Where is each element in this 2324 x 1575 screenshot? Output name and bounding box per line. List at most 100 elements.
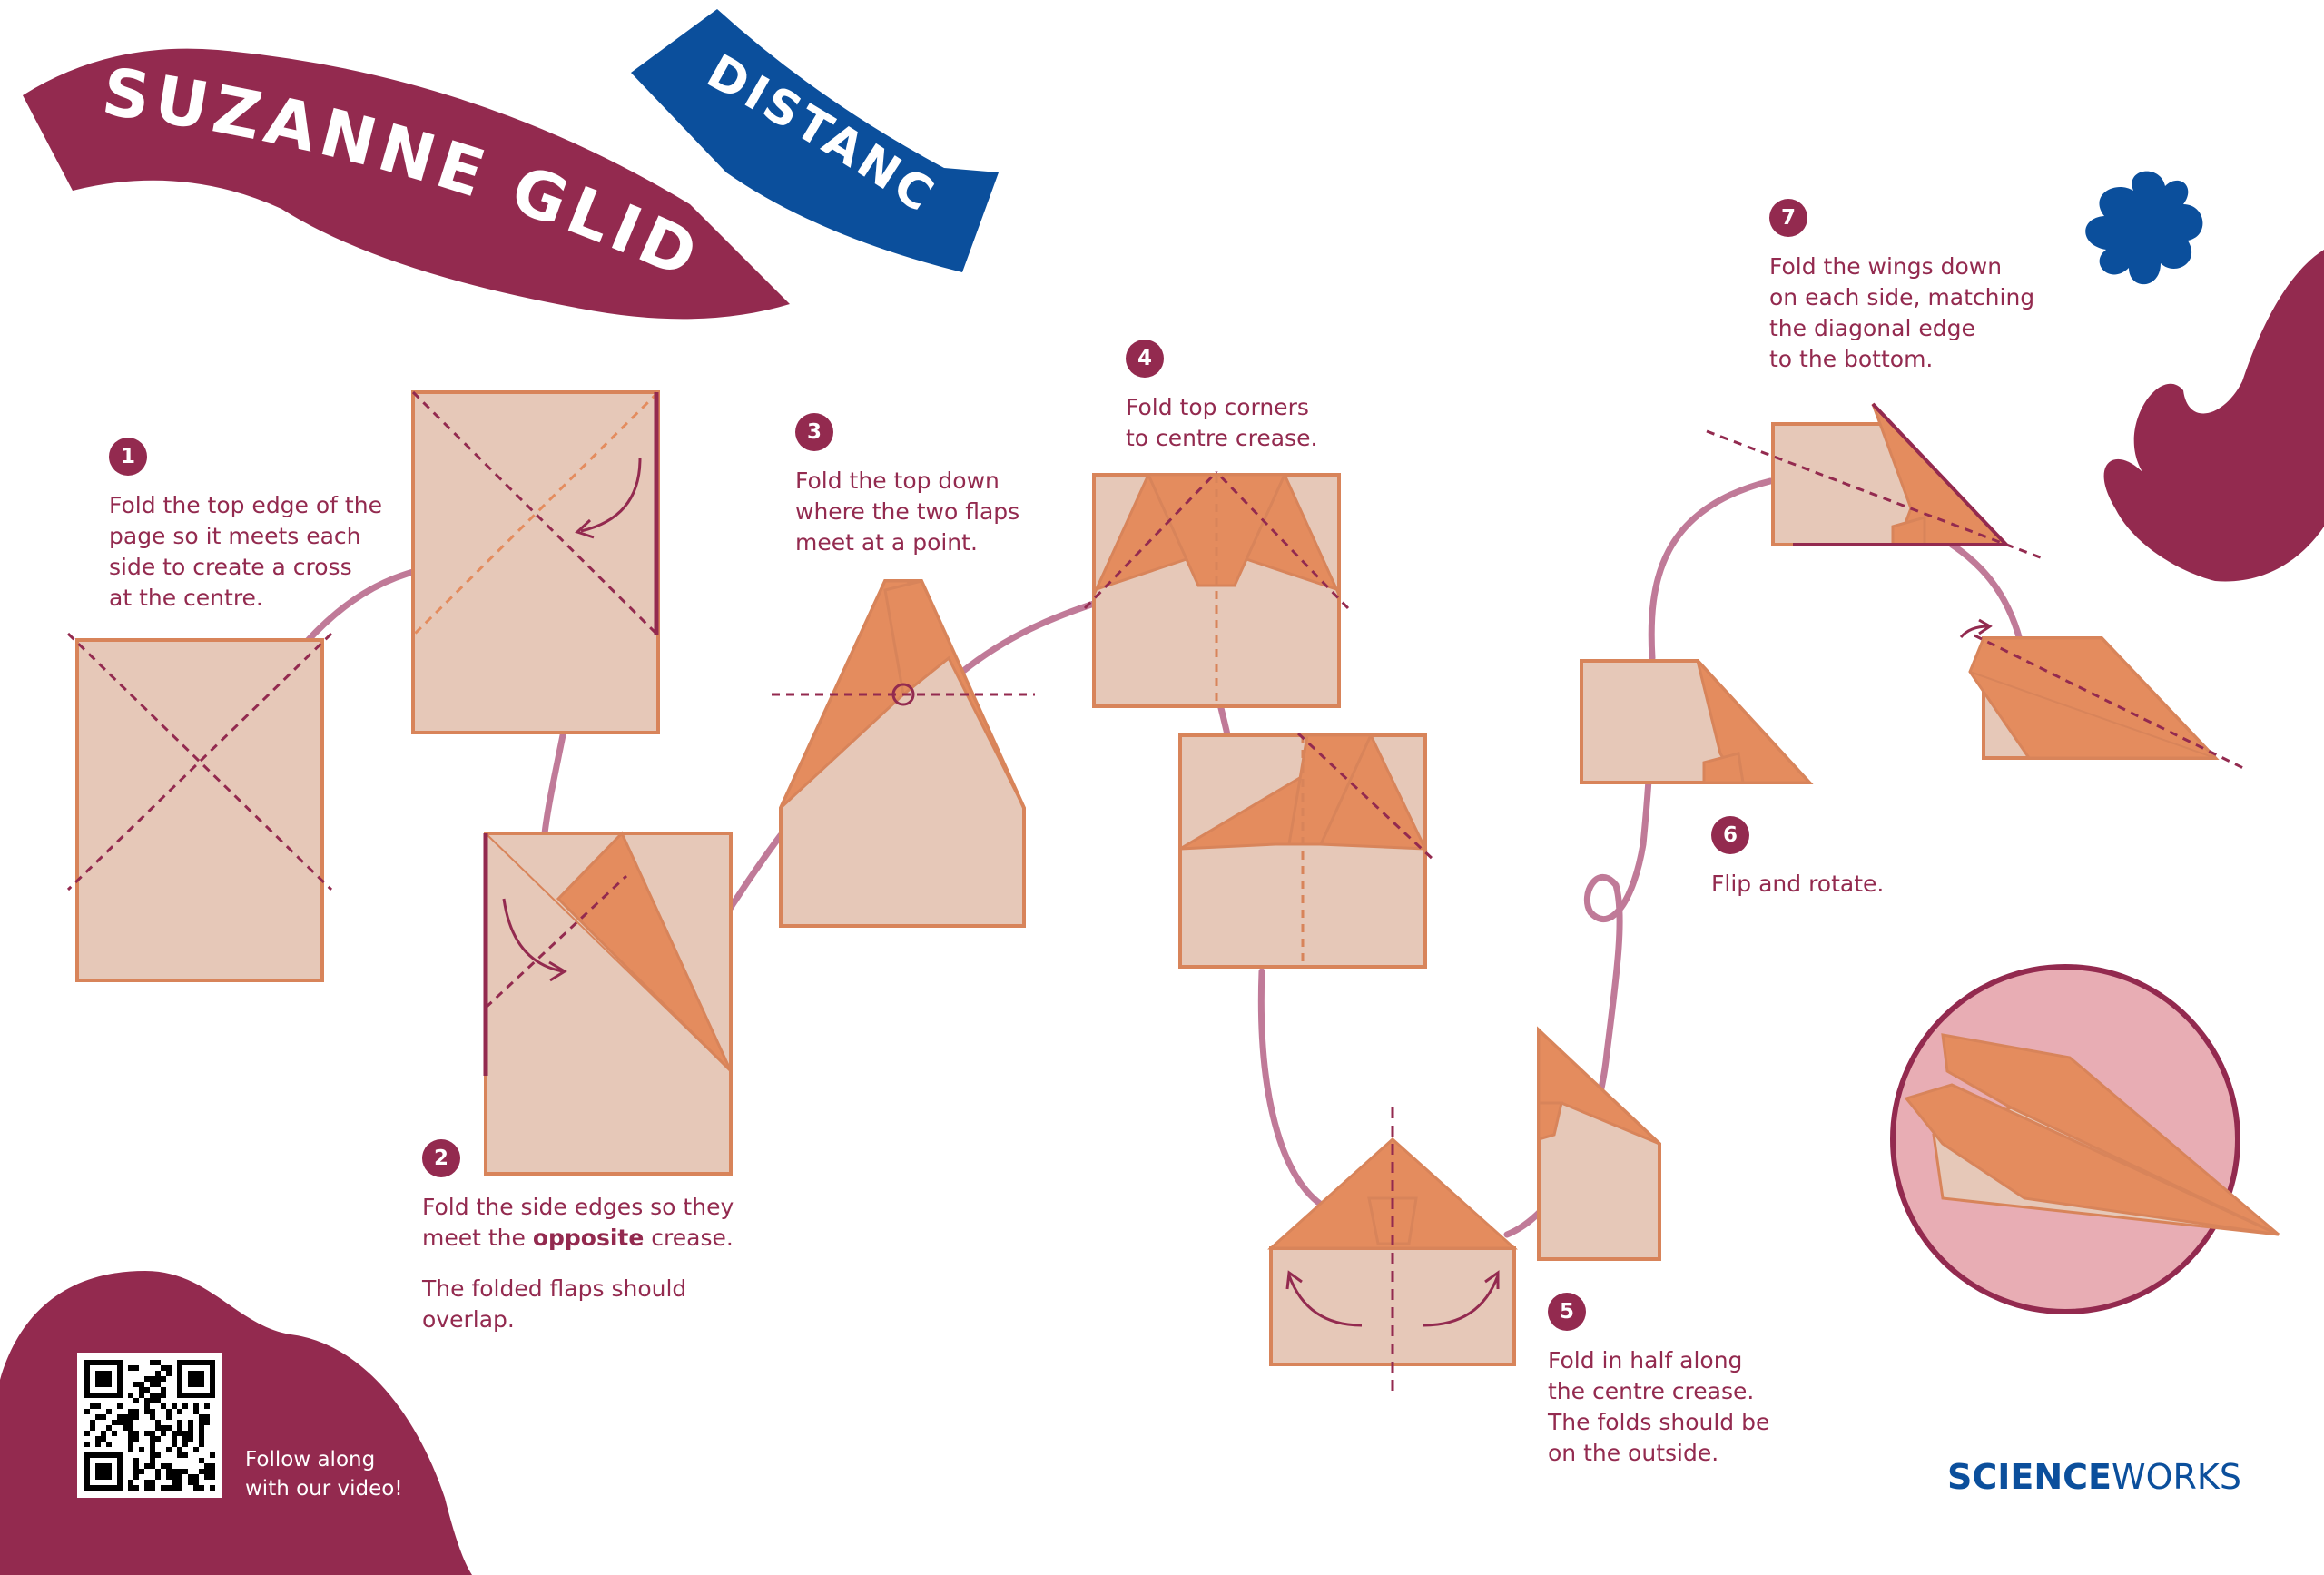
qr-module — [177, 1474, 182, 1480]
step-number-6: 6 — [1711, 816, 1749, 854]
step6-paper — [1580, 659, 1814, 784]
step4-paper — [1083, 470, 1350, 708]
qr-module — [133, 1485, 139, 1491]
qr-module — [166, 1474, 172, 1480]
qr-module — [177, 1425, 182, 1431]
qr-module — [150, 1480, 155, 1485]
step7-line: Fold the wings down — [1769, 253, 2003, 280]
qr-module — [128, 1431, 133, 1436]
qr-module — [177, 1469, 182, 1474]
qr-module — [150, 1431, 155, 1436]
qr-module — [155, 1420, 161, 1425]
qr-module — [193, 1474, 199, 1480]
step5-line: The folds should be — [1548, 1409, 1770, 1435]
step4-fold-paper — [1178, 732, 1436, 969]
qr-module — [182, 1452, 188, 1458]
scienceworks-logo: SCIENCEWORKS — [1947, 1457, 2241, 1497]
qr-finder — [95, 1463, 112, 1480]
step-number-5: 5 — [1548, 1293, 1586, 1331]
qr-module — [166, 1469, 172, 1474]
step1-line: page so it meets each — [109, 523, 361, 549]
qr-module — [166, 1409, 172, 1414]
blue-splat-decoration — [2085, 171, 2203, 285]
qr-module — [172, 1469, 177, 1474]
qr-module — [150, 1360, 155, 1365]
qr-module — [150, 1463, 155, 1469]
qr-module — [128, 1365, 133, 1371]
qr-finder — [188, 1371, 204, 1387]
step6-line: Flip and rotate. — [1711, 871, 1885, 897]
qr-module — [204, 1463, 210, 1469]
step1-line: Fold the top edge of the — [109, 492, 382, 518]
qr-module — [155, 1360, 161, 1365]
qr-module — [155, 1436, 161, 1442]
qr-module — [139, 1447, 144, 1452]
qr-module — [166, 1414, 172, 1420]
qr-module — [144, 1485, 150, 1491]
qr-module — [161, 1393, 166, 1398]
step4-line: to centre crease. — [1126, 425, 1318, 451]
qr-module — [150, 1485, 155, 1491]
qr-module — [210, 1485, 215, 1491]
subtitle-banner — [631, 9, 999, 272]
qr-module — [133, 1463, 139, 1469]
qr-module — [128, 1414, 133, 1420]
qr-module — [193, 1485, 199, 1491]
step2-line: Fold the side edges so they — [422, 1194, 734, 1220]
qr-module — [101, 1436, 106, 1442]
qr-module — [155, 1398, 161, 1403]
step2-paper — [483, 831, 733, 1176]
qr-module — [128, 1447, 133, 1452]
qr-module — [172, 1431, 177, 1436]
step2-line: meet the opposite crease. — [422, 1223, 734, 1254]
qr-module — [182, 1431, 188, 1436]
qr-module — [188, 1425, 193, 1431]
qr-module — [193, 1447, 199, 1452]
qr-module — [155, 1474, 161, 1480]
qr-module — [150, 1458, 155, 1463]
qr-module — [128, 1442, 133, 1447]
qr-module — [161, 1485, 166, 1491]
qr-module — [166, 1425, 172, 1431]
qr-module — [155, 1371, 161, 1376]
step2-text: meet the — [422, 1225, 533, 1251]
step5-line: the centre crease. — [1548, 1378, 1755, 1404]
qr-module — [128, 1425, 133, 1431]
qr-module — [90, 1420, 95, 1425]
qr-module — [144, 1431, 150, 1436]
qr-module — [177, 1420, 182, 1425]
step5-fold-paper — [1537, 1026, 1661, 1261]
qr-module — [210, 1469, 215, 1474]
qr-module — [106, 1425, 112, 1431]
step3-line: Fold the top down — [795, 468, 1000, 494]
qr-module — [204, 1420, 210, 1425]
maroon-hand-decoration — [2103, 250, 2324, 582]
qr-module — [133, 1409, 139, 1414]
qr-module — [204, 1403, 210, 1409]
qr-code-modules — [84, 1360, 215, 1491]
qr-module — [204, 1469, 210, 1474]
qr-module — [150, 1376, 155, 1382]
qr-module — [139, 1387, 144, 1393]
qr-module — [95, 1403, 101, 1409]
step7-paper — [1706, 402, 2043, 560]
qr-module — [155, 1393, 161, 1398]
step-number-3: 3 — [795, 413, 833, 451]
qr-module — [177, 1431, 182, 1436]
qr-module — [144, 1409, 150, 1414]
qr-module — [144, 1376, 150, 1382]
qr-module — [193, 1403, 199, 1409]
step1-instructions: Fold the top edge of the page so it meet… — [109, 490, 382, 614]
qr-module — [123, 1414, 128, 1420]
step1-line: side to create a cross — [109, 554, 352, 580]
step7-line: on each side, matching — [1769, 284, 2035, 310]
step-number-4: 4 — [1126, 340, 1164, 378]
qr-module — [123, 1425, 128, 1431]
qr-module — [182, 1469, 188, 1474]
step1-fold-paper — [411, 390, 660, 734]
qr-code[interactable] — [77, 1353, 222, 1498]
qr-module — [128, 1420, 133, 1425]
step3-paper — [772, 579, 1035, 928]
qr-module — [139, 1382, 144, 1387]
